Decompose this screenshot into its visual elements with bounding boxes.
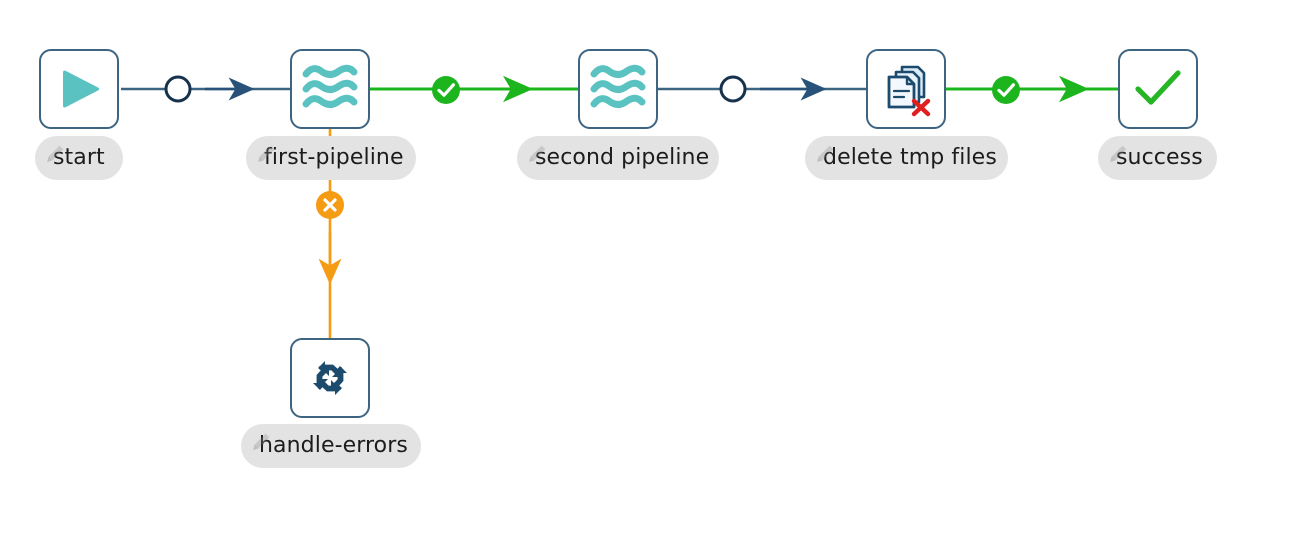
pipeline-waves-icon <box>589 61 647 117</box>
node-first-pipeline[interactable] <box>290 49 370 129</box>
node-label-first-pipeline[interactable]: first-pipeline <box>246 136 416 180</box>
node-label-text: handle-errors <box>259 433 408 458</box>
node-label-success[interactable]: success <box>1098 136 1217 180</box>
node-label-text: success <box>1116 145 1203 170</box>
node-label-delete-tmp-files[interactable]: delete tmp files <box>805 136 1008 180</box>
edit-pencil-icon <box>527 144 547 164</box>
node-label-text: first-pipeline <box>264 145 404 170</box>
node-label-text: second pipeline <box>535 145 710 170</box>
edit-pencil-icon <box>256 144 276 164</box>
edit-pencil-icon <box>45 144 65 164</box>
node-delete-tmp-files[interactable] <box>866 49 946 129</box>
edge-second-pipeline-to-delete-tmp-files[interactable] <box>658 75 866 103</box>
green-check-icon <box>1131 64 1185 114</box>
node-label-text: start <box>53 145 105 170</box>
play-triangle-icon <box>53 63 105 115</box>
edit-pencil-icon <box>1108 144 1128 164</box>
pipeline-waves-icon <box>301 61 359 117</box>
edit-pencil-icon <box>815 144 835 164</box>
node-handle-errors[interactable] <box>290 338 370 418</box>
cycle-arrows-icon <box>303 351 357 405</box>
circle-connector-2 <box>719 75 747 103</box>
delete-documents-icon <box>878 61 934 117</box>
node-label-text: delete tmp files <box>823 145 997 170</box>
node-start[interactable] <box>39 49 119 129</box>
node-success[interactable] <box>1118 49 1198 129</box>
node-label-start[interactable]: start <box>35 136 123 180</box>
edit-pencil-icon <box>251 432 271 452</box>
edge-start-to-first-pipeline[interactable] <box>121 75 290 103</box>
status-badge-success-1[interactable] <box>431 75 461 105</box>
circle-connector-1 <box>164 75 192 103</box>
node-second-pipeline[interactable] <box>578 49 658 129</box>
status-badge-success-2[interactable] <box>991 75 1021 105</box>
status-badge-error-1[interactable] <box>315 190 345 220</box>
node-label-second-pipeline[interactable]: second pipeline <box>517 136 719 180</box>
node-label-handle-errors[interactable]: handle-errors <box>241 424 421 468</box>
